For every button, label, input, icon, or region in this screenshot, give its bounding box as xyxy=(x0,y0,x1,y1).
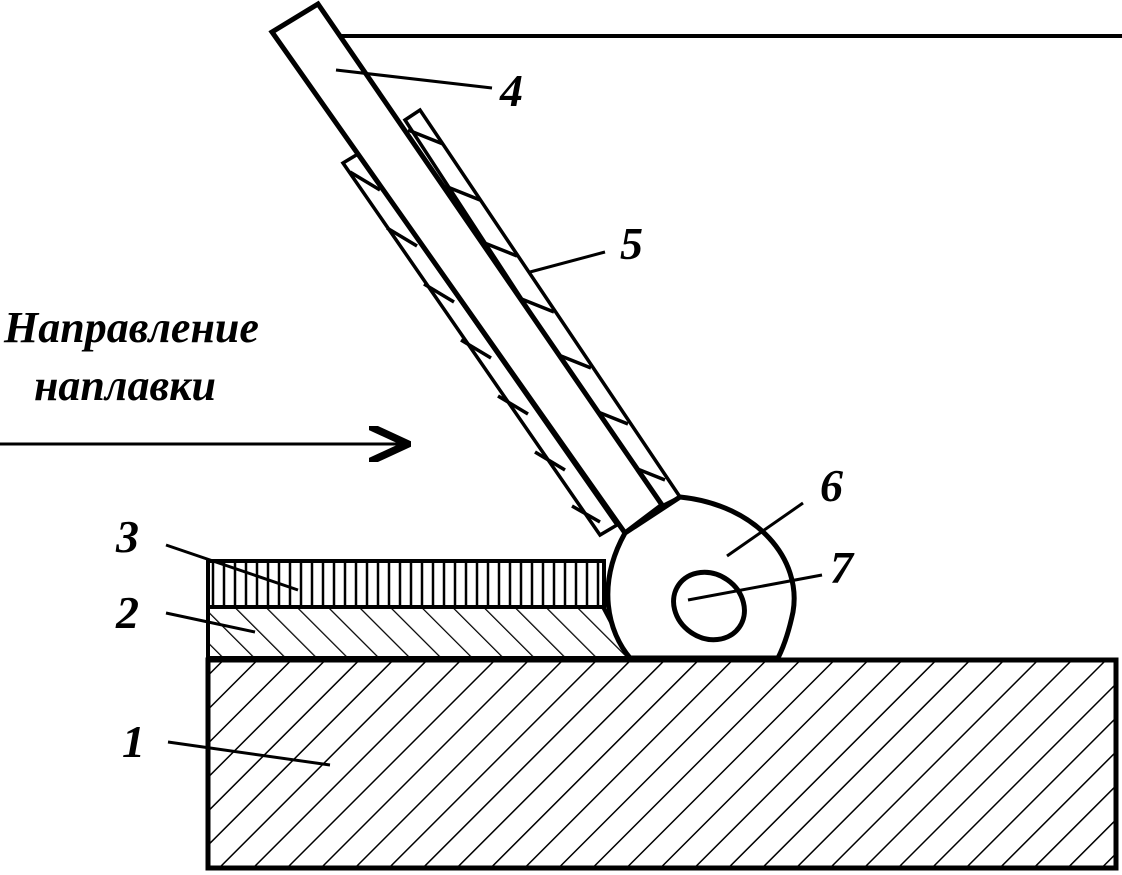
callout-4: 4 xyxy=(499,65,523,116)
callout-3: 3 xyxy=(115,511,139,562)
callout-5: 5 xyxy=(620,218,643,269)
electrode-rod xyxy=(268,0,666,537)
callout-6: 6 xyxy=(820,460,843,511)
slag-crust xyxy=(206,559,606,609)
callout-7: 7 xyxy=(830,542,855,593)
direction-label-line1: Направление xyxy=(3,303,259,352)
deposited-layer xyxy=(206,605,634,660)
callout-1: 1 xyxy=(122,716,145,767)
gas-bubble xyxy=(671,569,747,643)
base-metal xyxy=(205,657,1119,871)
callout-2: 2 xyxy=(115,587,139,638)
direction-label-line2: наплавки xyxy=(34,361,216,410)
leader-lines xyxy=(165,68,823,767)
